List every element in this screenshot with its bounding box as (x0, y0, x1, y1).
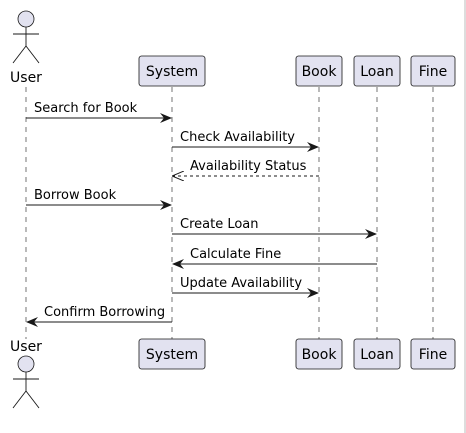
participant-label-loan-top: Loan (360, 64, 394, 80)
message-label: Check Availability (180, 130, 295, 145)
participant-label-system-top: System (146, 64, 198, 80)
participant-label-system-bottom: System (146, 347, 198, 363)
message-5: Create Loan (172, 217, 377, 239)
participant-box-book-top (295, 55, 343, 87)
message-6: Calculate Fine (172, 247, 377, 269)
participant-label-book-top: Book (302, 64, 338, 80)
message-label: Create Loan (180, 217, 259, 232)
message-label: Availability Status (190, 159, 307, 174)
participant-box-fine-top (410, 55, 456, 87)
message-1: Search for Book (26, 101, 172, 123)
participant-label-fine-bottom: Fine (419, 347, 447, 363)
message-label: Borrow Book (34, 188, 117, 203)
participant-label-book-bottom: Book (302, 347, 338, 363)
message-label: Calculate Fine (190, 247, 281, 262)
actor-label-user-top: User (10, 70, 42, 86)
participant-box-book-bottom (295, 338, 343, 370)
message-8: Confirm Borrowing (26, 305, 172, 327)
participant-box-system-top (138, 55, 206, 87)
actor-icon-top (12, 10, 40, 64)
participant-heads-top: User System Book Loan Fine (10, 10, 456, 87)
message-label: Confirm Borrowing (44, 305, 165, 320)
message-label: Update Availability (180, 276, 302, 291)
message-4: Borrow Book (26, 188, 172, 210)
message-3: Availability Status (173, 159, 319, 176)
actor-label-user-bottom: User (10, 339, 42, 355)
message-label: Search for Book (34, 101, 138, 116)
participant-label-loan-bottom: Loan (360, 347, 394, 363)
participant-box-system-bottom (138, 338, 206, 370)
participant-box-fine-bottom (410, 338, 456, 370)
lifelines (25, 87, 434, 339)
participant-box-loan-bottom (353, 338, 401, 370)
message-2: Check Availability (172, 130, 319, 152)
actor-icon-bottom (12, 355, 40, 409)
participant-box-loan-top (353, 55, 401, 87)
message-7: Update Availability (172, 276, 319, 298)
participant-label-fine-top: Fine (419, 64, 447, 80)
